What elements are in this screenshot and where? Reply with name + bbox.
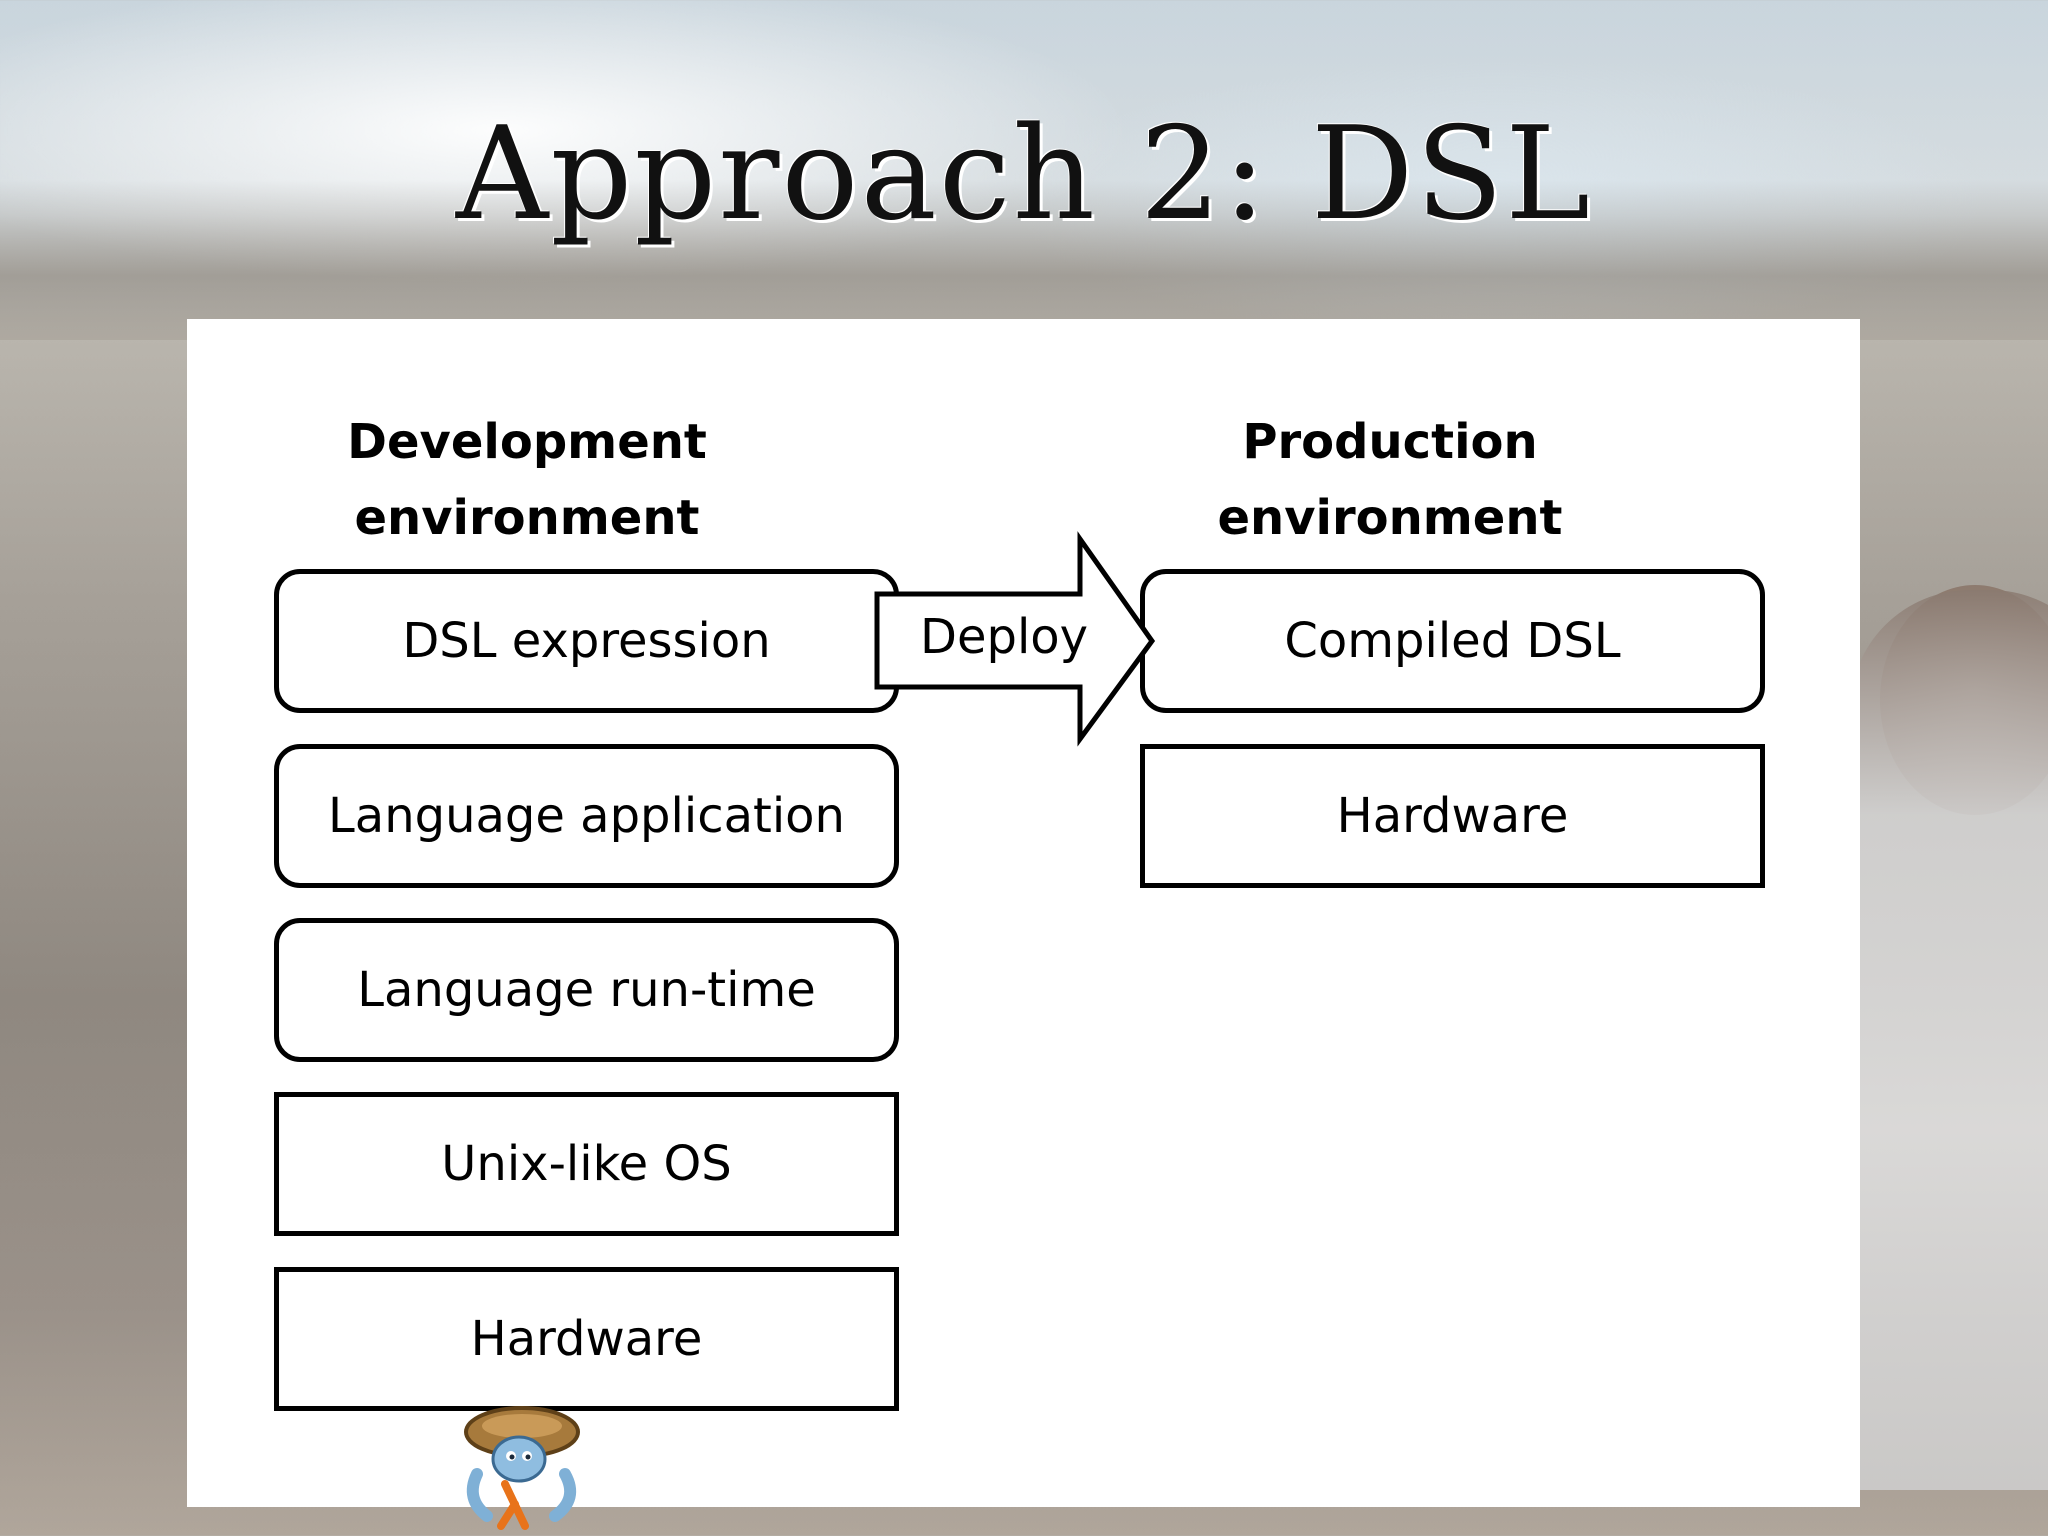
- production-heading-line2: environment: [1217, 490, 1563, 546]
- development-heading-line1: Development: [347, 414, 707, 470]
- prod-layer-compiled-dsl: Compiled DSL: [1140, 569, 1765, 713]
- dev-layer-language-runtime: Language run-time: [274, 918, 899, 1062]
- deploy-label: Deploy: [920, 609, 1089, 665]
- dev-layer-hardware: Hardware: [274, 1267, 899, 1411]
- prod-layer-hardware: Hardware: [1140, 744, 1765, 888]
- background-person: [1850, 590, 2048, 1490]
- development-heading: Development environment: [277, 404, 777, 556]
- production-heading: Production environment: [1140, 404, 1640, 556]
- development-heading-line2: environment: [354, 490, 700, 546]
- dev-layer-unix-os: Unix-like OS: [274, 1092, 899, 1236]
- production-heading-line1: Production: [1242, 414, 1538, 470]
- mascot-turtle-icon: [464, 1406, 580, 1530]
- deploy-arrow: [874, 531, 1156, 747]
- slide-title: Approach 2: DSL: [455, 100, 1593, 249]
- dev-layer-language-application: Language application: [274, 744, 899, 888]
- background-mountains: [0, 180, 2048, 340]
- dev-layer-dsl-expression: DSL expression: [274, 569, 899, 713]
- diagram-panel: Development environment Production envir…: [187, 319, 1860, 1530]
